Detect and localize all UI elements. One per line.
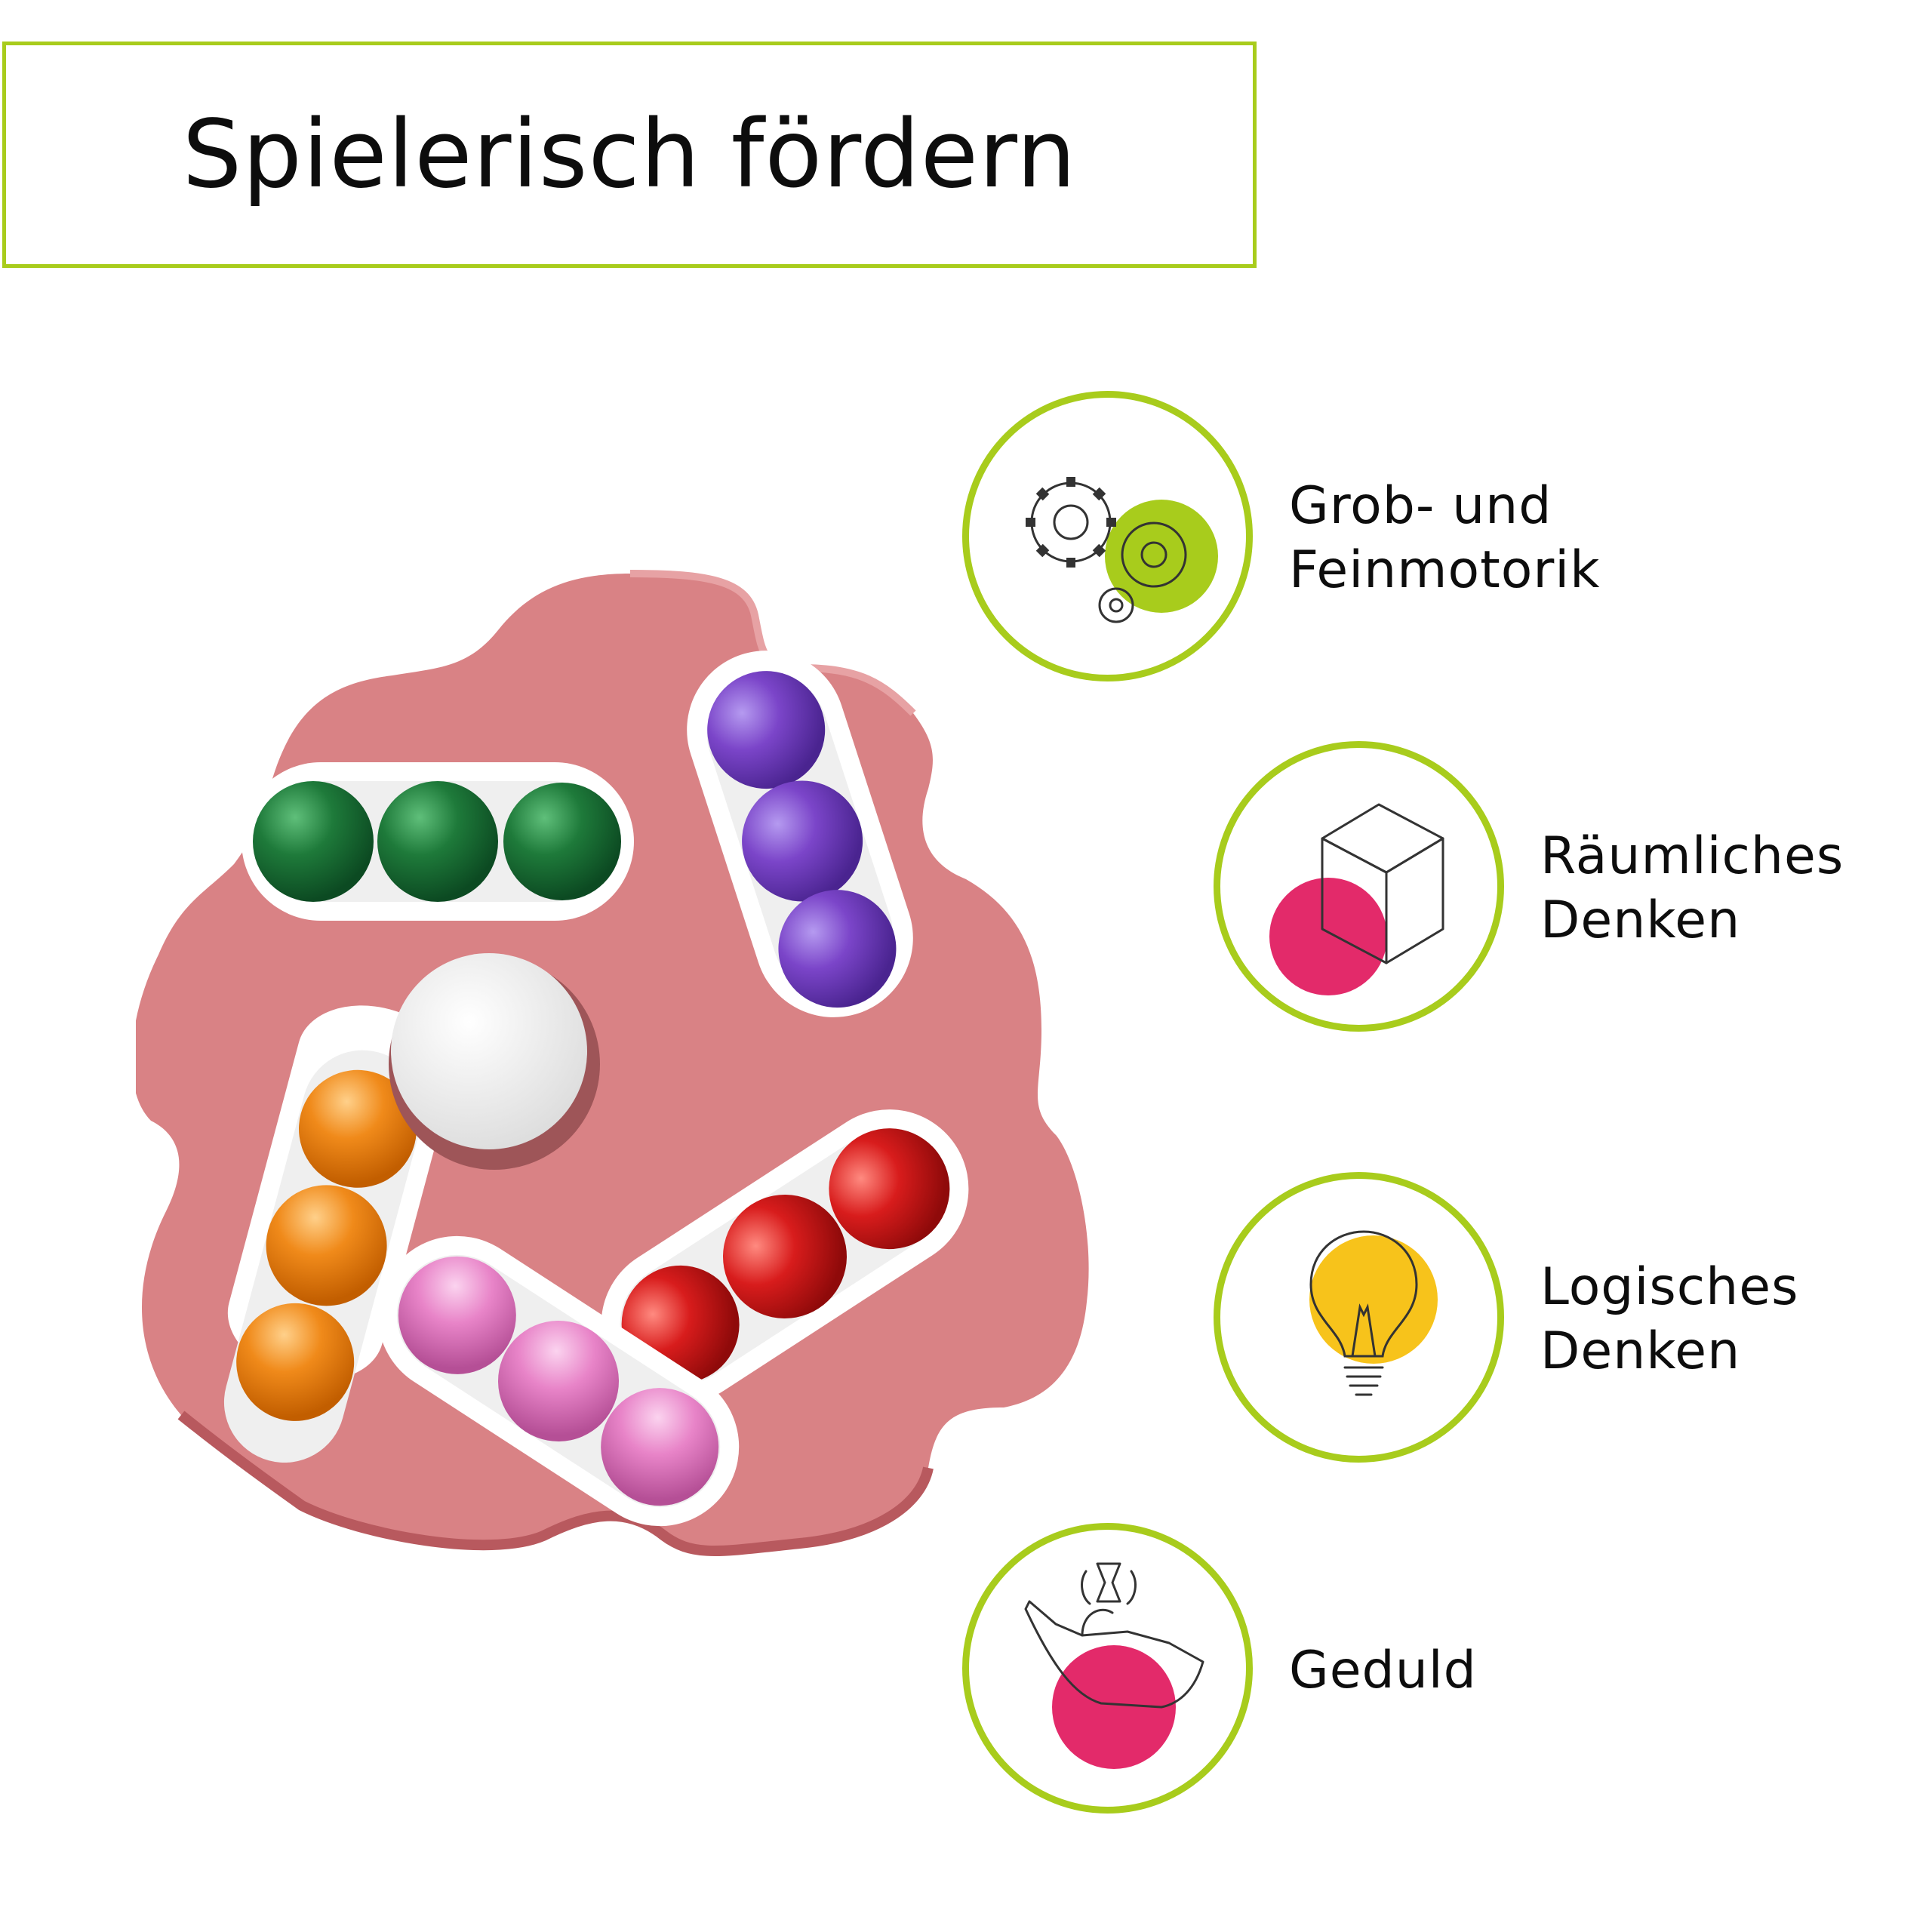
page-title: Spielerisch fördern [182,100,1077,209]
ball [236,1303,355,1421]
ball [398,1256,516,1374]
title-box: Spielerisch fördern [2,42,1257,268]
feature-label: Grob- und Feinmotorik [1289,474,1601,602]
feature-label-line: Feinmotorik [1289,540,1601,600]
purple-slot [687,651,913,1017]
feature-label-line: Denken [1540,891,1741,950]
hand-hourglass-icon [1024,1562,1204,1769]
feature-label-line: Räumliches [1540,826,1844,886]
ball [498,1321,619,1441]
ball [778,890,897,1008]
ball [266,1185,387,1306]
feature-circle [1214,741,1504,1032]
feature-label-line: Grob- und [1289,476,1552,536]
lightbulb-icon [1309,1230,1438,1396]
ball [723,1195,847,1318]
ball [829,1128,950,1250]
pink-slot [377,1235,740,1527]
feature-label-line: Logisches [1540,1257,1799,1317]
feature-label: Geduld [1289,1638,1477,1703]
center-knob [391,953,587,1149]
ball [742,780,863,902]
ball [298,1069,417,1188]
cube-icon [1269,803,1444,995]
feature-circle [962,391,1253,681]
product-image [136,570,1089,1556]
green-slot [242,762,634,921]
feature-label-line: Denken [1540,1321,1741,1381]
feature-circle [1214,1172,1504,1463]
ball [253,781,374,902]
ball [707,671,826,789]
feature-label: Logisches Denken [1540,1255,1799,1383]
feature-label-line: Geduld [1289,1641,1477,1700]
feature-circle [962,1523,1253,1814]
ball [377,781,498,902]
feature-label: Räumliches Denken [1540,824,1844,952]
ball [503,783,621,900]
ball [601,1388,719,1506]
gears-icon [1026,477,1218,623]
